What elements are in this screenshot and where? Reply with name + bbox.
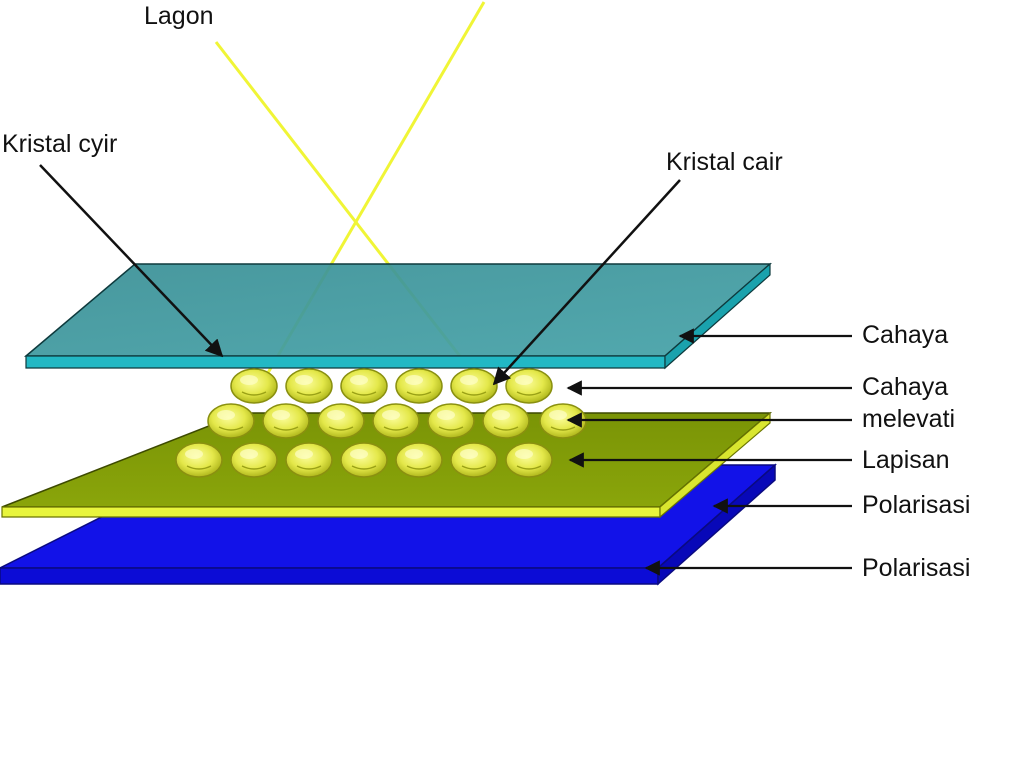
crystal-molecule [262,403,310,439]
label-kristal-cyir: Kristal cyir [2,130,117,158]
crystal-molecule [505,368,553,404]
crystal-molecule [427,403,475,439]
label-lagon: Lagon [144,2,214,30]
crystal-molecule [505,442,553,478]
top-glass-plate [23,262,772,370]
crystal-molecule [207,403,255,439]
crystal-molecule [395,368,443,404]
crystal-molecule [317,403,365,439]
text-labels: Lagon Kristal cyir Kristal cair Cahaya C… [2,2,970,582]
crystal-molecule [340,368,388,404]
crystal-molecule [340,442,388,478]
arrow-kristal-cyir [39,164,224,358]
crystal-molecule [230,368,278,404]
liquid-crystal-top-row [230,368,553,404]
arrow-kristal-cair [492,179,681,386]
label-cahaya-2: Cahaya [862,373,948,401]
crystal-molecule [450,368,498,404]
crystal-molecule [175,442,223,478]
liquid-crystal-molecules [175,403,587,478]
label-polarisasi-1: Polarisasi [862,491,970,519]
crystal-molecule [230,442,278,478]
crystal-molecule [372,403,420,439]
label-melevati: melevati [862,405,955,433]
pointer-arrows [39,164,852,576]
crystal-molecule [450,442,498,478]
label-kristal-cair: Kristal cair [666,148,783,176]
label-cahaya-1: Cahaya [862,321,948,349]
label-polarisasi-2: Polarisasi [862,554,970,582]
label-lapisan: Lapisan [862,446,950,474]
crystal-molecule [285,442,333,478]
crystal-molecule [482,403,530,439]
crystal-molecule [285,368,333,404]
crystal-molecule [395,442,443,478]
